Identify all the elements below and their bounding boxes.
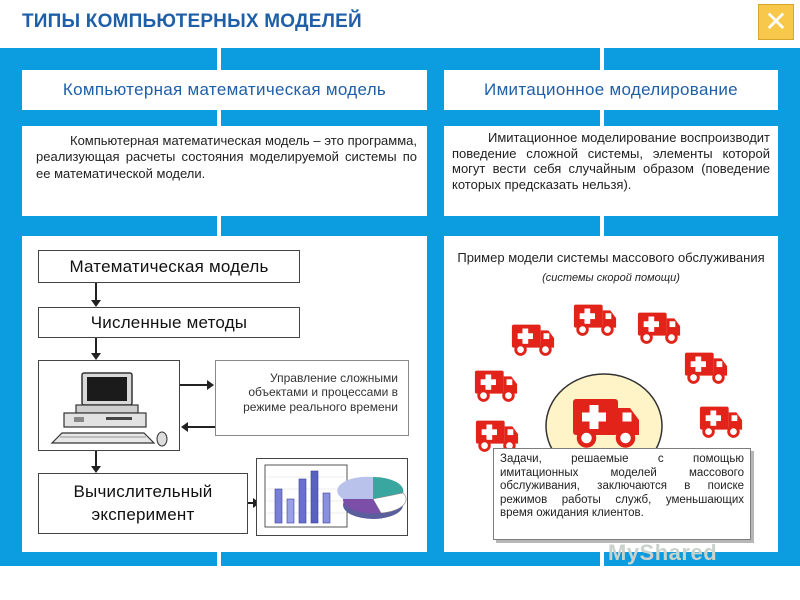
arrow-left [181, 422, 215, 432]
math-model-description-text: Компьютерная математическая модель – это… [36, 133, 417, 181]
arrow-right [180, 380, 214, 390]
ambulance-icon [636, 310, 682, 346]
ambulance-icon [698, 404, 744, 440]
flow-control-realtime: Управление сложными объектами и процесса… [215, 360, 409, 436]
ambulance-icon [510, 322, 556, 358]
simulation-header-label: Имитационное моделирование [484, 80, 738, 99]
simulation-description-text: Имитационное моделирование воспроизводит… [452, 130, 770, 192]
arrow-down [91, 283, 101, 307]
close-button[interactable]: ✕ [758, 4, 794, 40]
charts-image [256, 458, 408, 536]
flow-control-realtime-label: Управление сложными объектами и процесса… [243, 371, 398, 414]
math-model-header: Компьютерная математическая модель [22, 70, 427, 110]
ambulance-icon [683, 350, 729, 386]
math-model-header-label: Компьютерная математическая модель [62, 80, 387, 99]
arrow-down [91, 338, 101, 360]
flow-experiment-line1: Вычислительный [73, 481, 213, 501]
simulation-header: Имитационное моделирование [444, 70, 778, 110]
ambulance-icon [570, 396, 642, 450]
flow-experiment-line2: эксперимент [91, 504, 195, 524]
example-note: (системы скорой помощи) [542, 271, 680, 284]
simulation-tasks-text: Задачи, решаемые с помощью имитационных … [500, 453, 744, 520]
ambulance-icon [572, 302, 618, 338]
flow-numerical-methods: Численные методы [38, 307, 300, 338]
example-title: Пример модели системы массового обслужив… [448, 249, 774, 287]
flow-computational-experiment: Вычислительный эксперимент [38, 473, 248, 534]
math-model-description: Компьютерная математическая модель – это… [22, 126, 427, 216]
computer-icon [50, 371, 168, 446]
watermark: MyShared [608, 540, 718, 565]
simulation-tasks-note: Задачи, решаемые с помощью имитационных … [493, 448, 751, 540]
arrow-right [248, 498, 260, 508]
flow-math-model: Математическая модель [38, 250, 300, 283]
example-title-text: Пример модели системы массового обслужив… [457, 250, 765, 265]
ambulance-icon [473, 368, 519, 404]
charts-icon [264, 464, 407, 528]
close-icon: ✕ [764, 5, 788, 38]
page-title: ТИПЫ КОМПЬЮТЕРНЫХ МОДЕЛЕЙ [22, 11, 362, 32]
flow-computer [38, 360, 180, 451]
arrow-down [91, 451, 101, 473]
flow-numerical-methods-label: Численные методы [90, 312, 248, 332]
flow-math-model-label: Математическая модель [69, 256, 269, 276]
simulation-description: Имитационное моделирование воспроизводит… [444, 126, 778, 216]
